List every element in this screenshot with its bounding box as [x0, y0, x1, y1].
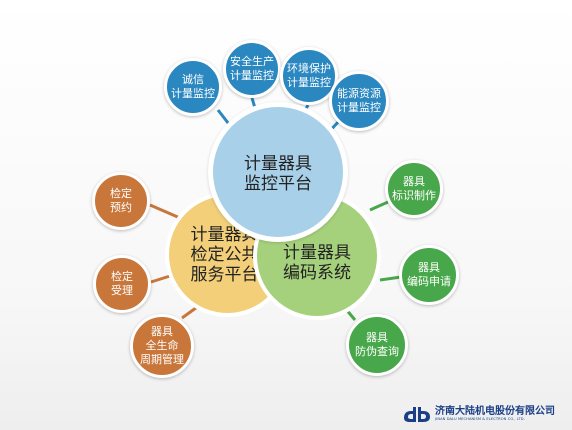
node-label: 防伪查询 — [355, 345, 399, 358]
node-label: 检定 — [111, 270, 133, 283]
node-label: 安全生产 — [230, 55, 274, 68]
node-label: 全生命 — [145, 339, 179, 352]
connector-code-1 — [369, 200, 389, 212]
node-code-application: 器具 编码申请 — [399, 245, 459, 305]
monitoring-line2: 监控平台 — [244, 174, 312, 194]
connector-code-2 — [379, 275, 402, 282]
verification-line2: 检定公共 — [190, 244, 259, 265]
node-label: 标识制作 — [392, 189, 436, 202]
node-label: 器具 — [366, 331, 388, 344]
connector-verify-1 — [149, 203, 181, 220]
monitoring-line1: 计量器具 — [244, 154, 312, 174]
connector-verify-2 — [150, 274, 171, 284]
node-label: 检定 — [110, 187, 132, 200]
node-label: 器具 — [151, 325, 173, 338]
company-name-cn: 济南大陆机电股份有限公司 — [435, 406, 555, 417]
node-label: 预约 — [110, 201, 132, 214]
node-safety-monitoring: 安全生产 计量监控 — [223, 40, 281, 98]
node-label: 器具 — [418, 261, 440, 274]
node-anti-counterfeit-query: 器具 防伪查询 — [346, 314, 408, 376]
node-verification-booking: 检定 预约 — [92, 172, 150, 230]
monitoring-platform-circle: 计量器具 监控平台 — [208, 102, 348, 242]
node-label-making: 器具 标识制作 — [385, 160, 443, 218]
node-label: 计量监控 — [337, 101, 381, 114]
node-label: 计量监控 — [171, 87, 215, 100]
node-label: 诚信 — [182, 73, 204, 86]
node-label: 器具 — [403, 175, 425, 188]
node-integrity-monitoring: 诚信 计量监控 — [164, 58, 222, 116]
company-name-en: JINAN DALU MECHANISM & ELECTRON CO., LTD… — [435, 417, 525, 421]
verification-line3: 服务平台 — [190, 264, 259, 285]
node-label: 计量监控 — [230, 69, 274, 82]
company-logo: 济南大陆机电股份有限公司 JINAN DALU MECHANISM & ELEC… — [402, 403, 567, 425]
node-lifecycle-management: 器具 全生命 周期管理 — [130, 314, 194, 378]
coding-line1: 计量器具 — [283, 243, 351, 263]
node-label: 周期管理 — [140, 353, 184, 366]
dalu-logo-icon — [404, 407, 430, 422]
coding-line2: 编码系统 — [283, 263, 351, 283]
node-verification-acceptance: 检定 受理 — [93, 255, 151, 313]
node-label: 环境保护 — [287, 62, 331, 75]
node-label: 受理 — [111, 284, 133, 297]
node-environment-monitoring: 环境保护 计量监控 — [280, 47, 338, 105]
node-label: 编码申请 — [407, 275, 451, 288]
node-label: 能源资源 — [337, 87, 381, 100]
node-label: 计量监控 — [287, 76, 331, 89]
node-energy-monitoring: 能源资源 计量监控 — [329, 71, 389, 131]
